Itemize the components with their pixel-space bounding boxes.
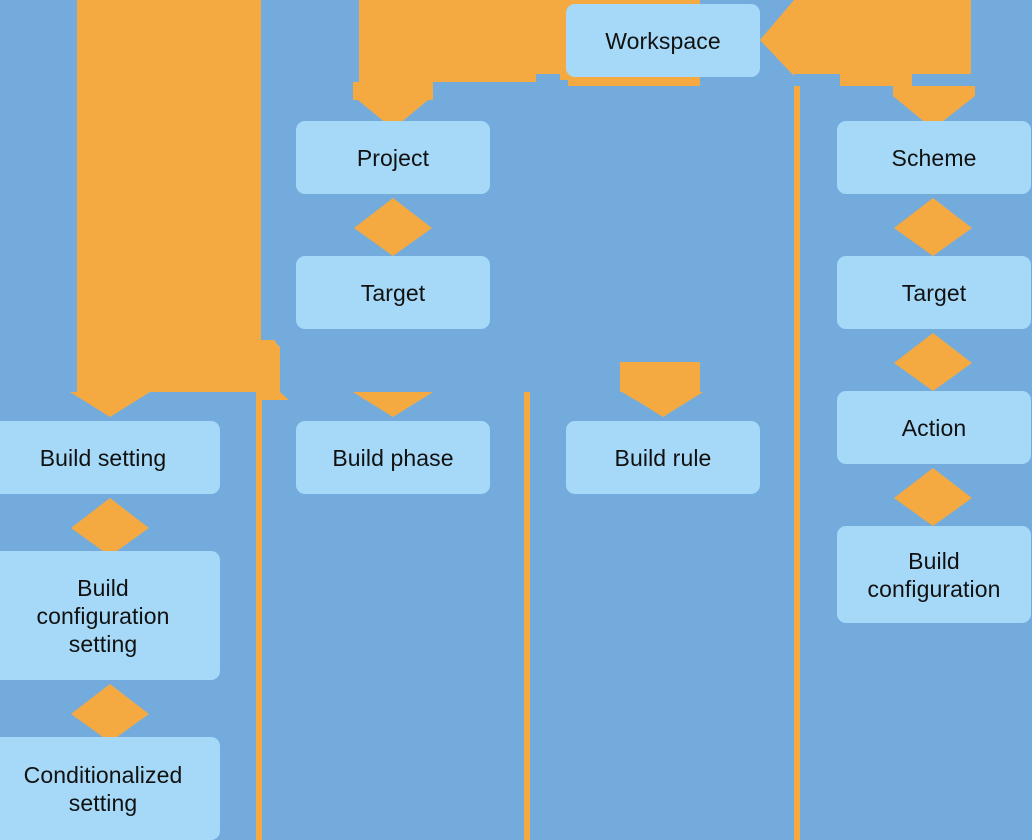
diamond-scheme-target (894, 198, 972, 256)
node-project[interactable]: Project (296, 121, 490, 194)
arrowhead-build-phase-top (353, 392, 433, 417)
lane-left-sliver (0, 0, 261, 417)
diamond-buildsetting-bcs (71, 498, 149, 556)
diamond-project-target (354, 198, 432, 256)
arrowhead-project-top (353, 96, 433, 129)
orange-vertical-rails (70, 4, 975, 840)
node-build-phase[interactable]: Build phase (296, 421, 490, 494)
arrowhead-build-rule-top (623, 392, 703, 417)
diamond-action-buildconfig (894, 468, 972, 526)
diamond-target-action (894, 333, 972, 391)
rail-left (256, 392, 262, 840)
node-build-rule[interactable]: Build rule (566, 421, 760, 494)
lane-strip-under-workspace (540, 80, 568, 94)
arrowhead-workspace-right (760, 4, 794, 76)
rail-right (794, 86, 800, 840)
node-build-configuration[interactable]: Build configuration (837, 526, 1031, 623)
node-scheme[interactable]: Scheme (837, 121, 1031, 194)
node-target-right[interactable]: Target (837, 256, 1031, 329)
diamond-bcs-conditionalized (71, 684, 149, 742)
node-conditionalized-setting[interactable]: Conditionalized setting (0, 737, 220, 840)
diamond-connectors (71, 198, 972, 742)
arrowhead-scheme-top (893, 96, 975, 129)
node-workspace[interactable]: Workspace (566, 4, 760, 77)
node-target-left[interactable]: Target (296, 256, 490, 329)
node-build-configuration-setting[interactable]: Build configuration setting (0, 551, 220, 680)
node-build-setting[interactable]: Build setting (0, 421, 220, 494)
rail-middle (524, 392, 530, 840)
arrow-target-to-build-setting (70, 0, 261, 417)
node-action[interactable]: Action (837, 391, 1031, 464)
arrowhead-workspace-left (532, 4, 566, 76)
arrowhead-build-setting (70, 392, 150, 417)
